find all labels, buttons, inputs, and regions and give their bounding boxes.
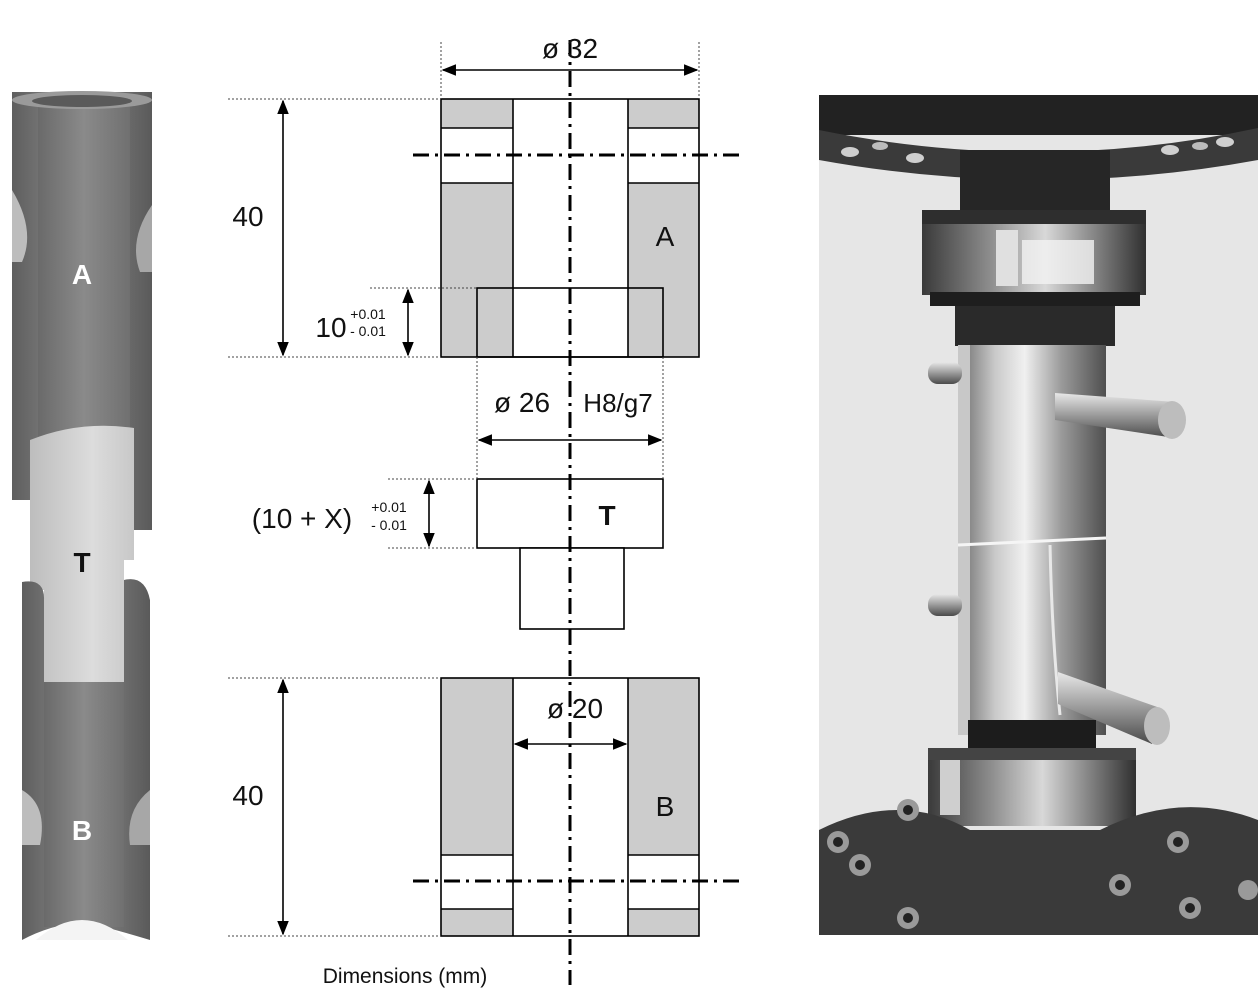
test-setup-photo: [819, 95, 1258, 935]
tol-t-upper: +0.01: [371, 499, 407, 515]
dim-recess-depth: 10: [315, 312, 346, 343]
lower-fixture: [819, 799, 1258, 935]
cutaway-part-t: [30, 425, 134, 682]
lower-nut: [928, 720, 1136, 826]
dim-height-b: 40: [232, 780, 263, 811]
cutaway-label-b: B: [72, 815, 92, 846]
units-note: Dimensions (mm): [323, 965, 488, 988]
extension-lines: [228, 42, 700, 937]
cutaway-model: A T B: [12, 91, 152, 940]
dim-t-height: (10 + X): [252, 503, 352, 534]
joint-line: [957, 536, 1107, 547]
dim-bore-diameter: ø 20: [547, 693, 603, 724]
cutaway-part-b: [22, 579, 150, 940]
cutaway-label-a: A: [72, 259, 92, 290]
cutaway-part-a: [12, 91, 152, 530]
part-label-a: A: [656, 221, 675, 252]
dim-height-a: 40: [232, 201, 263, 232]
section-part-a: [440, 98, 700, 358]
tol-t-lower: - 0.01: [371, 517, 407, 533]
extensometer-pins: [928, 362, 1186, 745]
technical-drawing: ø 32 40 10 +0.01 - 0.01 ø 26 H8/g7 (10 +…: [228, 33, 742, 988]
upper-fixture: [819, 95, 1258, 215]
dim-recess-diameter: ø 26: [494, 387, 550, 418]
dim-outer-diameter: ø 32: [542, 33, 598, 64]
part-label-t: T: [598, 500, 615, 531]
upper-nut: [922, 210, 1146, 346]
tol-recess-upper: +0.01: [350, 306, 386, 322]
cutaway-label-t: T: [73, 547, 90, 578]
part-label-b: B: [656, 791, 675, 822]
tol-recess-lower: - 0.01: [350, 323, 386, 339]
section-part-b: [440, 677, 700, 937]
fit-label: H8/g7: [583, 388, 652, 418]
